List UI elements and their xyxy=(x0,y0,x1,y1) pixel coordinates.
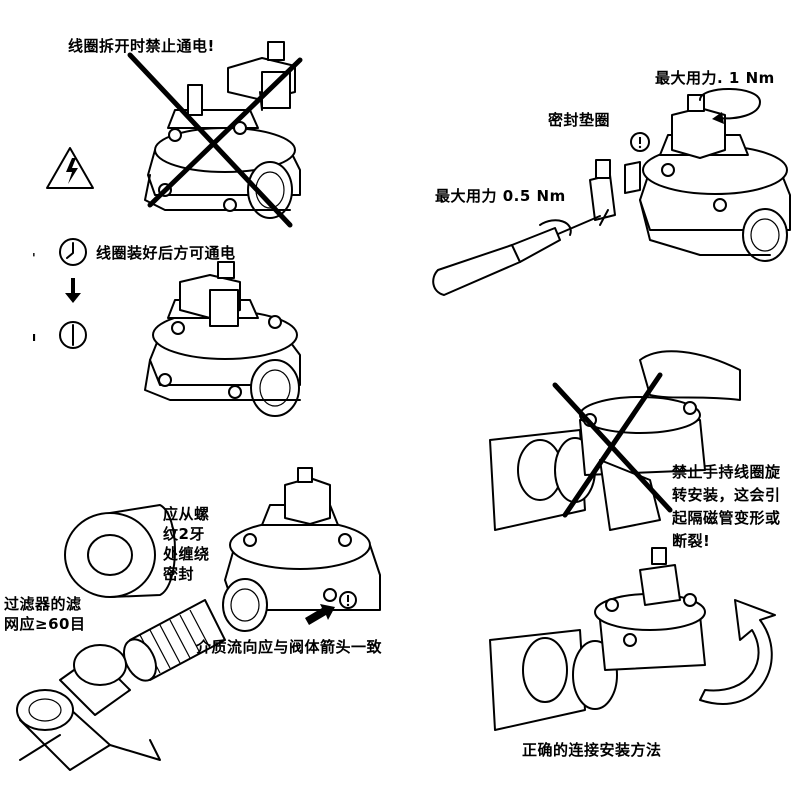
thread-sealing-label-line1: 应从螺 xyxy=(163,505,210,523)
clock-icon xyxy=(59,238,87,266)
prohibited-cross-icon xyxy=(127,52,303,228)
coil-installed-label: 线圈装好后方可通电 xyxy=(96,244,236,262)
attention-icon xyxy=(339,591,357,609)
step-mark: ı xyxy=(32,330,37,344)
thread-sealing-label-line2: 纹2牙 xyxy=(163,525,205,543)
seal-gasket-shape xyxy=(624,161,641,194)
no-rotate-warning-line3: 起隔磁管变形或 xyxy=(672,509,781,527)
no-rotate-warning-line2: 转安装，这会引 xyxy=(672,486,781,504)
arrow-down-icon xyxy=(65,278,81,303)
coil-disassembly-warning-label: 线圈拆开时禁止通电! xyxy=(68,37,215,55)
flow-arrow-icon xyxy=(305,604,335,625)
small-coil-part xyxy=(589,159,616,226)
filter-mesh-label-line1: 过滤器的滤 xyxy=(4,595,82,613)
valve-coil-installed-illustration xyxy=(144,261,301,417)
valve-coil-removed-illustration xyxy=(144,41,301,219)
rotate-arrow-icon xyxy=(699,599,776,705)
valve-torque-illustration xyxy=(639,94,791,262)
seal-gasket-label: 密封垫圈 xyxy=(548,111,611,129)
prohibited-cross-icon xyxy=(552,372,673,518)
valve-pipe-wrong-illustration xyxy=(489,350,741,531)
thread-sealing-label-line4: 密封 xyxy=(163,565,195,583)
threaded-pipe-nipple xyxy=(123,599,226,682)
no-rotate-warning-line1: 禁止手持线圈旋 xyxy=(672,463,781,481)
screwdriver-icon xyxy=(432,215,601,296)
correct-method-label: 正确的连接安装方法 xyxy=(522,741,662,759)
valve-pipe-correct-illustration xyxy=(489,547,706,731)
no-rotate-warning-line4: 断裂! xyxy=(672,532,711,550)
max-force-05nm-label: 最大用力 0.5 Nm xyxy=(435,187,566,205)
clock-icon xyxy=(59,321,87,349)
valve-installation-illustration xyxy=(222,467,381,632)
filter-assembly xyxy=(16,644,161,771)
sealing-tape-roll xyxy=(64,504,176,598)
flow-direction-label: 介质流向应与阀体箭头一致 xyxy=(196,638,383,656)
step-mark: ' xyxy=(32,251,37,265)
filter-mesh-label-line2: 网应≥60目 xyxy=(4,615,86,633)
high-voltage-warning-icon xyxy=(46,147,94,189)
attention-icon xyxy=(630,132,650,152)
rotate-arrow-icon xyxy=(699,88,761,124)
thread-sealing-label-line3: 处缠绕 xyxy=(163,545,210,563)
max-force-1nm-label: 最大用力. 1 Nm xyxy=(655,69,775,87)
